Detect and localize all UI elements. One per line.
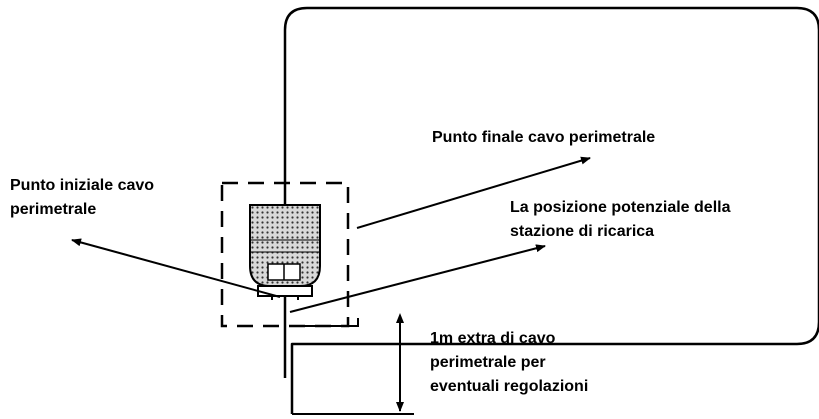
station-position-arrow xyxy=(289,244,546,313)
station-zone-dashed xyxy=(220,181,350,328)
start-point-label: Punto iniziale cavo perimetrale xyxy=(10,177,158,218)
end-point-label-line-1: Punto finale cavo perimetrale xyxy=(432,129,655,146)
end-point-label: Punto finale cavo perimetrale xyxy=(432,129,655,146)
extra-cable-label-line-3: eventuali regolazioni xyxy=(430,378,588,395)
charging-station xyxy=(249,204,321,300)
start-point-label-line-1: Punto iniziale cavo xyxy=(10,177,154,194)
wire-bracket xyxy=(294,318,359,327)
extra-cable-label-line-1: 1m extra di cavo xyxy=(430,330,556,347)
station-position-label-line-1: La posizione potenziale della xyxy=(510,199,731,216)
start-point-label-line-2: perimetrale xyxy=(10,201,96,218)
station-position-label-line-2: stazione di ricarica xyxy=(510,223,654,240)
extra-cable-label: 1m extra di cavo perimetrale per eventua… xyxy=(430,330,588,395)
extra-cable-label-line-2: perimetrale per xyxy=(430,354,546,371)
end-point-arrow xyxy=(356,156,591,229)
start-point-arrow xyxy=(71,238,281,298)
perimeter-boundary xyxy=(283,6,819,414)
station-position-label: La posizione potenziale della stazione d… xyxy=(510,199,735,240)
